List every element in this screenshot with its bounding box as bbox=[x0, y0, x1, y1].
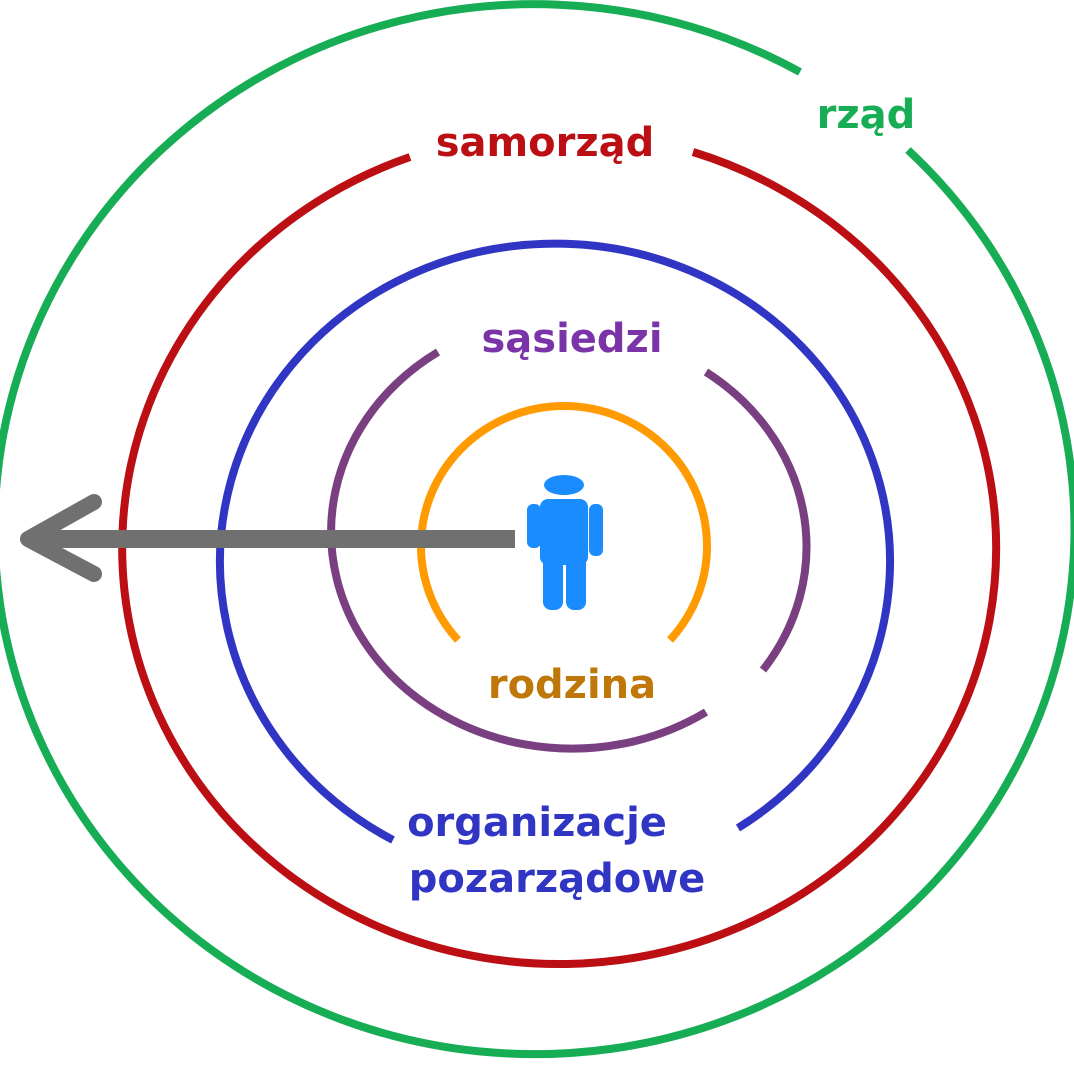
label-rodzina: rodzina bbox=[488, 662, 656, 708]
label-sasiedzi: sąsiedzi bbox=[481, 316, 662, 362]
ring-samorzad bbox=[118, 148, 1001, 968]
label-samorzad: samorząd bbox=[436, 120, 655, 166]
label-organizacje-line2: pozarządowe bbox=[409, 856, 706, 902]
label-organizacje-line1: organizacje bbox=[407, 800, 667, 846]
ring-sasiedzi bbox=[327, 348, 709, 753]
arrow-left-icon bbox=[20, 494, 515, 582]
person-icon bbox=[527, 475, 603, 610]
label-rzad: rząd bbox=[817, 92, 916, 138]
ring-sasiedzi-right bbox=[703, 368, 811, 673]
ring-organizacje bbox=[216, 239, 894, 844]
